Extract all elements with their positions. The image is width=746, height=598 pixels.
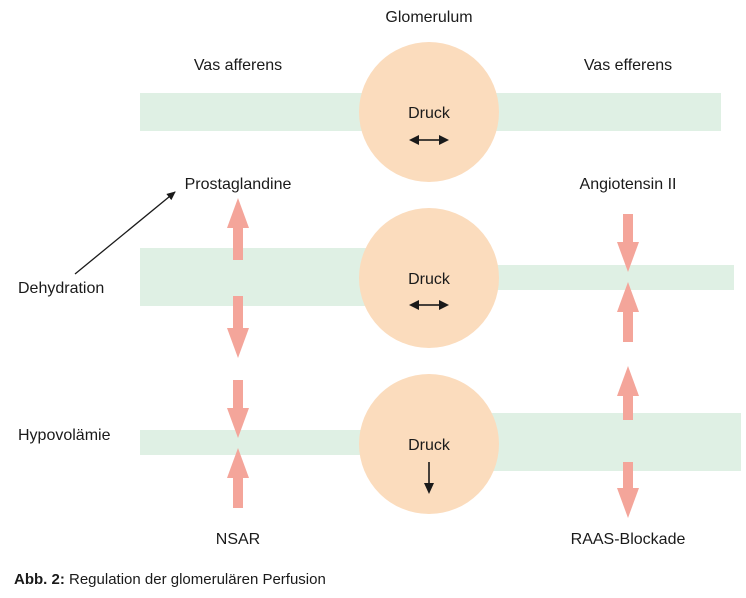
glomerular-perfusion-diagram: Glomerulum Vas afferens Vas efferens Dru… [18, 9, 741, 548]
glomerulum-label: Glomerulum [385, 9, 472, 26]
raas-dilation-arrow-up [617, 366, 639, 420]
prostaglandine-label: Prostaglandine [185, 176, 292, 193]
vas-efferens-label: Vas efferens [584, 57, 672, 74]
raas-dilation-arrow-down [617, 462, 639, 518]
glomerulus-row1 [359, 42, 499, 182]
vas-afferens-row1 [140, 93, 380, 131]
dehydration-to-prostaglandine-arrow [74, 191, 176, 275]
vas-efferens-row2 [470, 265, 734, 290]
vas-efferens-row1 [470, 93, 721, 131]
angiotensin-constriction-arrow-up [617, 282, 639, 342]
nsar-label: NSAR [216, 531, 260, 548]
pressure-unchanged-icon-row2 [409, 300, 449, 310]
druck-label-row1: Druck [408, 105, 451, 122]
pressure-unchanged-icon-row1 [409, 135, 449, 145]
vas-afferens-row2 [140, 248, 380, 306]
druck-label-row2: Druck [408, 271, 451, 288]
nsar-constriction-arrow-down [227, 380, 249, 438]
dehydration-label: Dehydration [18, 280, 104, 297]
prostaglandin-dilation-arrow-down [227, 296, 249, 358]
angiotensin-constriction-arrow-down [617, 214, 639, 272]
caption-text: Regulation der glomerulären Perfusion [64, 571, 326, 588]
vas-afferens-label: Vas afferens [194, 57, 282, 74]
angiotensin-label: Angiotensin II [580, 176, 677, 193]
figure-caption: Abb. 2: Regulation der glomerulären Perf… [14, 571, 326, 588]
druck-label-row3: Druck [408, 437, 451, 454]
hypovolaemie-label: Hypovolämie [18, 427, 111, 444]
nsar-constriction-arrow-up [227, 448, 249, 508]
glomerulus-row2 [359, 208, 499, 348]
glomerulus-row3 [359, 374, 499, 514]
prostaglandin-dilation-arrow-up [227, 198, 249, 260]
vas-afferens-row3 [140, 430, 380, 455]
raas-blockade-label: RAAS-Blockade [571, 531, 686, 548]
vas-efferens-row3 [470, 413, 741, 471]
pressure-decreased-icon-row3 [424, 462, 434, 494]
caption-prefix: Abb. 2: [14, 571, 65, 588]
